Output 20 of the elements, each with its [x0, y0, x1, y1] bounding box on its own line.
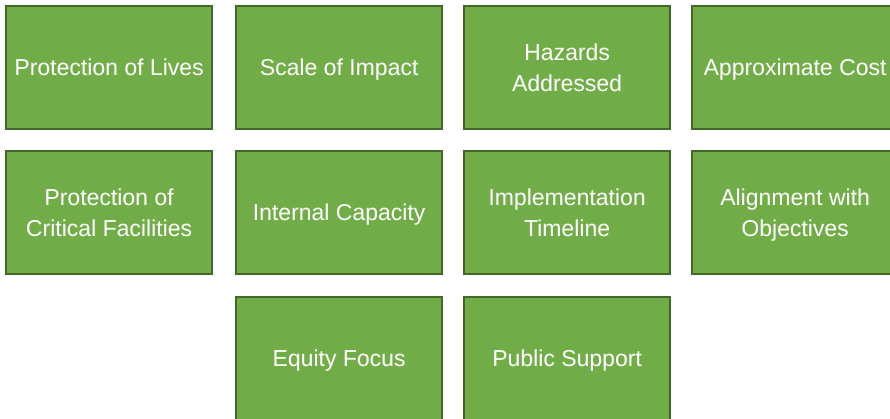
criterion-label: Hazards Addressed [511, 38, 623, 98]
criterion-box [235, 150, 443, 275]
criterion-label: Protection of Critical Facilities [24, 182, 194, 242]
criterion-box [5, 5, 213, 130]
criterion-box [235, 5, 443, 130]
criterion-label: Approximate Cost [702, 53, 888, 82]
criterion-box [235, 296, 443, 419]
criterion-label: Public Support [491, 344, 643, 373]
criterion-box [5, 150, 213, 275]
criterion-label: Protection of Lives [13, 53, 205, 82]
criterion-box [691, 5, 890, 130]
criterion-label: Internal Capacity [252, 198, 426, 227]
criterion-label: Alignment with Objectives [719, 182, 871, 243]
criterion-label: Implementation Timeline [487, 182, 647, 242]
criterion-label: Scale of Impact [258, 53, 420, 82]
criterion-box [463, 5, 671, 130]
criterion-box [691, 150, 890, 275]
criterion-box [463, 150, 671, 275]
criterion-box [463, 296, 671, 419]
criterion-label: Equity Focus [272, 344, 406, 373]
